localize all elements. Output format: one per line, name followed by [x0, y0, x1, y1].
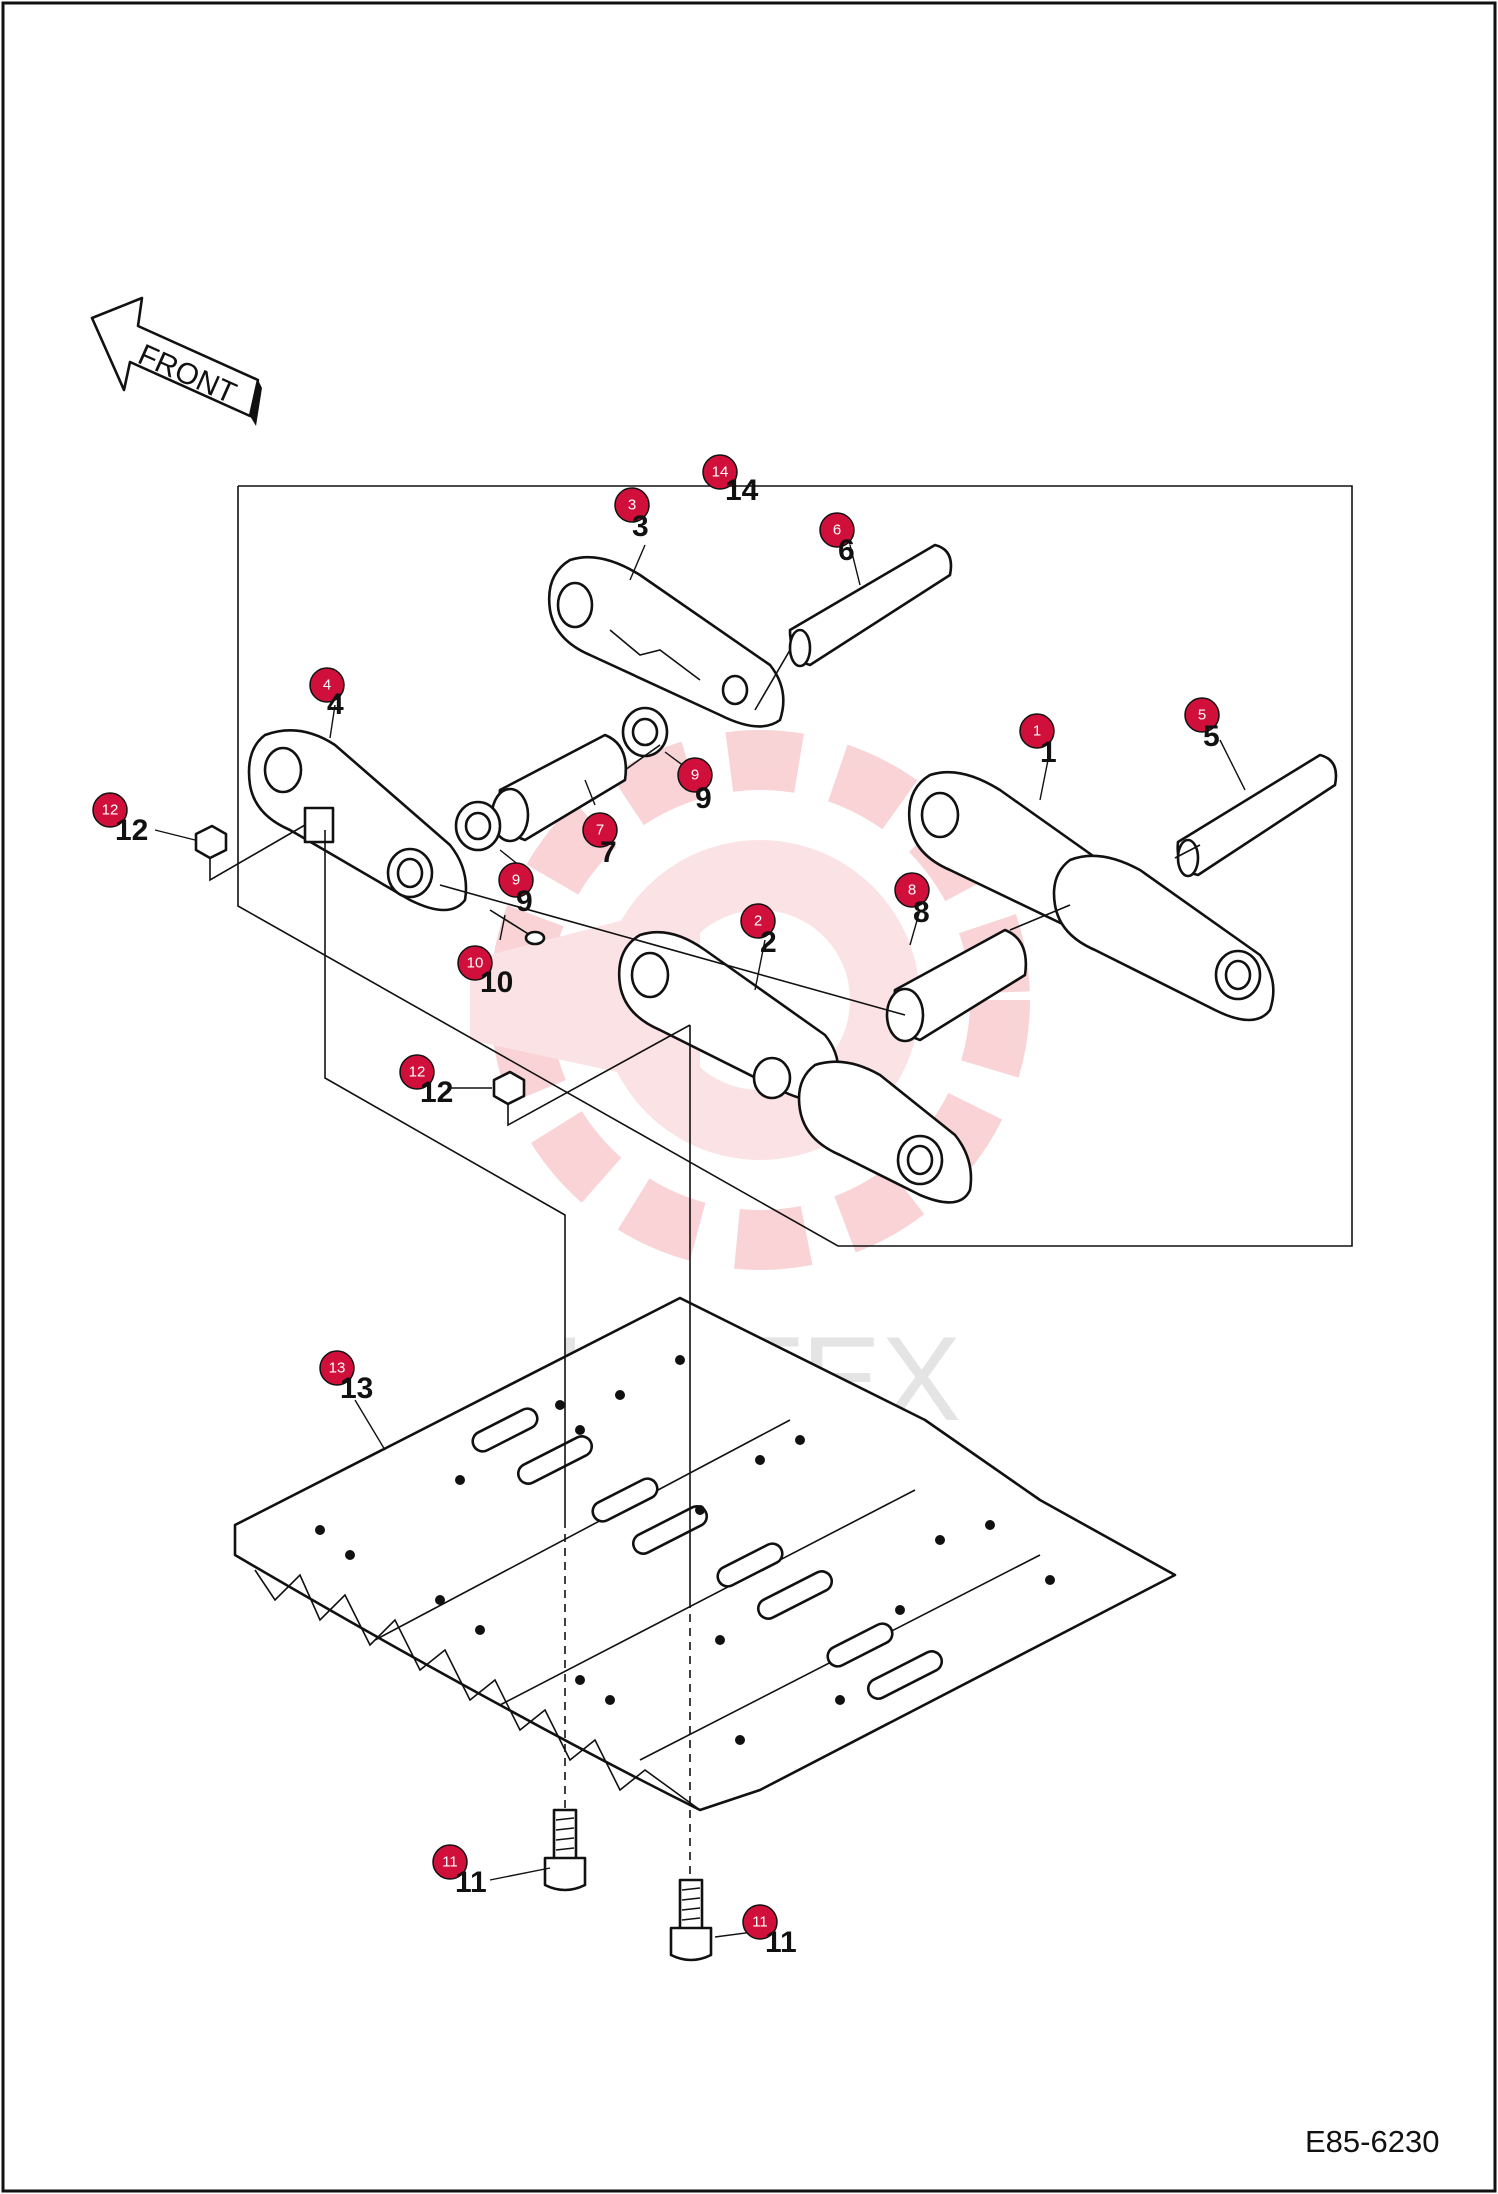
callout-14: 14 14	[702, 454, 759, 507]
document-code: E85-6230	[1305, 2124, 1439, 2159]
track-shoe-slots	[471, 1407, 944, 1700]
svg-text:13: 13	[340, 1372, 373, 1405]
seal-part-9-upper	[621, 706, 669, 758]
svg-text:2: 2	[760, 926, 777, 959]
callout-1: 1 1	[1019, 713, 1057, 769]
callout-12-left: 12 12	[92, 792, 148, 847]
svg-text:5: 5	[1198, 707, 1206, 724]
callout-13: 13 13	[319, 1350, 373, 1405]
svg-text:3: 3	[632, 510, 649, 543]
link-part-1	[907, 770, 1275, 1022]
svg-text:11: 11	[455, 1866, 487, 1899]
assembly-lines	[209, 649, 1201, 1880]
callout-3: 3 3	[614, 487, 650, 543]
svg-text:7: 7	[596, 822, 604, 839]
svg-text:9: 9	[695, 782, 712, 815]
svg-text:7: 7	[600, 836, 617, 869]
svg-text:6: 6	[838, 534, 855, 567]
track-shoe-part-13	[233, 1296, 1177, 1812]
svg-text:9: 9	[516, 885, 533, 918]
svg-text:8: 8	[908, 882, 916, 899]
svg-text:5: 5	[1203, 720, 1220, 753]
svg-text:1: 1	[1040, 736, 1057, 769]
callout-10: 10 10	[457, 945, 513, 999]
callout-5: 5 5	[1184, 697, 1220, 753]
callout-11-right: 11 11	[742, 1904, 797, 1959]
svg-text:10: 10	[467, 955, 484, 972]
svg-text:14: 14	[725, 474, 759, 507]
svg-text:11: 11	[442, 1854, 458, 1871]
callout-2: 2 2	[740, 903, 777, 959]
svg-text:13: 13	[329, 1360, 346, 1377]
callout-6: 6 6	[819, 512, 855, 567]
svg-text:8: 8	[913, 896, 930, 929]
link-part-2	[617, 930, 973, 1204]
assembly-group-outline	[237, 485, 1353, 1247]
link-part-4	[247, 729, 468, 912]
cotter-pin-part-10	[489, 909, 546, 946]
svg-text:6: 6	[833, 522, 841, 539]
callout-4: 4 4	[309, 667, 345, 721]
callout-9-upper: 9 9	[677, 757, 713, 815]
track-shoe-holes	[315, 1355, 1055, 1745]
svg-text:12: 12	[102, 802, 119, 819]
bolt-part-11-right	[669, 1878, 713, 1962]
nut-part-12-centre	[492, 1070, 526, 1106]
pin-part-5	[1176, 753, 1338, 878]
svg-text:12: 12	[409, 1064, 426, 1081]
svg-text:9: 9	[691, 767, 699, 784]
svg-text:10: 10	[480, 966, 513, 999]
nut-part-12-left	[194, 824, 228, 860]
callout-7: 7 7	[582, 812, 618, 869]
svg-text:11: 11	[752, 1914, 768, 1931]
pin-part-6	[788, 543, 953, 668]
link-part-3	[547, 555, 785, 728]
bolt-part-11-left	[543, 1808, 587, 1892]
svg-text:3: 3	[628, 497, 636, 514]
svg-text:4: 4	[323, 677, 331, 694]
callout-12-centre: 12 12	[399, 1054, 453, 1109]
callout-9-lower: 9 9	[498, 862, 534, 918]
svg-text:12: 12	[420, 1076, 453, 1109]
front-direction-arrow: FRONT	[90, 296, 262, 426]
svg-text:2: 2	[754, 913, 762, 930]
svg-text:1: 1	[1033, 723, 1041, 740]
seal-part-9-lower	[454, 800, 502, 852]
callout-11-left: 11 11	[432, 1844, 487, 1899]
svg-text:14: 14	[712, 464, 729, 481]
svg-text:12: 12	[115, 814, 148, 847]
svg-text:4: 4	[327, 688, 344, 721]
svg-text:11: 11	[765, 1926, 797, 1959]
svg-text:9: 9	[512, 872, 520, 889]
callout-8: 8 8	[894, 872, 930, 929]
